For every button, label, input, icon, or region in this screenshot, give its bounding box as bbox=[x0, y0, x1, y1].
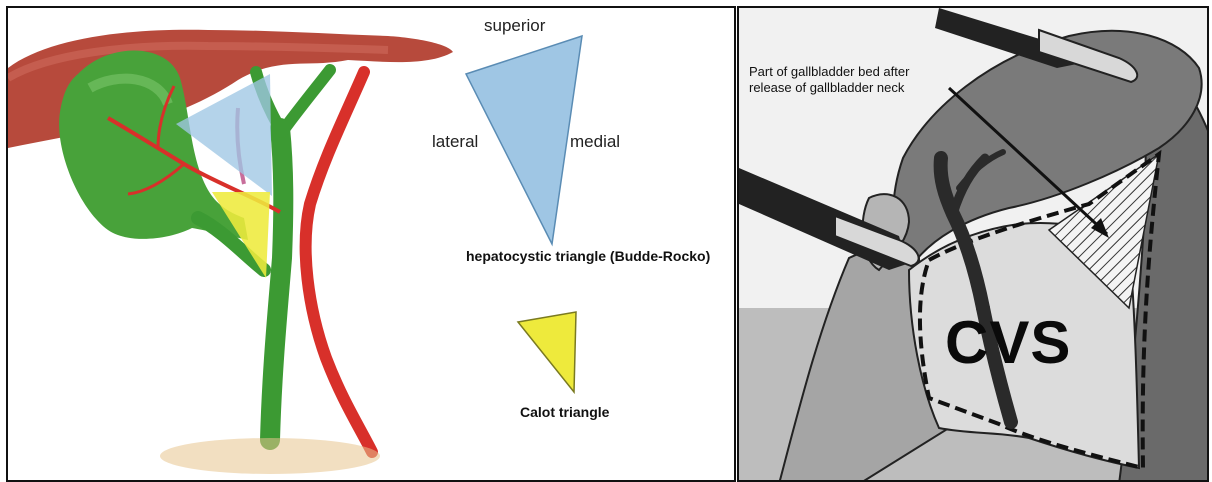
common-bile-duct bbox=[270, 128, 283, 440]
hepatic-artery bbox=[306, 72, 372, 452]
right-panel-cvs: Part of gallbladder bed after release of… bbox=[737, 6, 1209, 482]
label-calot-triangle: Calot triangle bbox=[520, 404, 609, 420]
cvs-label: CVS bbox=[945, 308, 1071, 377]
annotation-line-2: release of gallbladder neck bbox=[749, 80, 904, 95]
left-hepatic-duct bbox=[282, 70, 330, 132]
label-lateral: lateral bbox=[432, 132, 478, 152]
anatomy-illustration bbox=[8, 8, 736, 482]
label-superior: superior bbox=[484, 16, 545, 36]
label-medial: medial bbox=[570, 132, 620, 152]
hepatocystic-triangle-legend bbox=[466, 36, 582, 244]
label-hepatocystic-triangle: hepatocystic triangle (Budde-Rocko) bbox=[466, 248, 710, 264]
annotation-line-1: Part of gallbladder bed after bbox=[749, 64, 909, 79]
calot-triangle-legend bbox=[518, 312, 576, 392]
left-panel-anatomy: superior lateral medial hepatocystic tri… bbox=[6, 6, 736, 482]
